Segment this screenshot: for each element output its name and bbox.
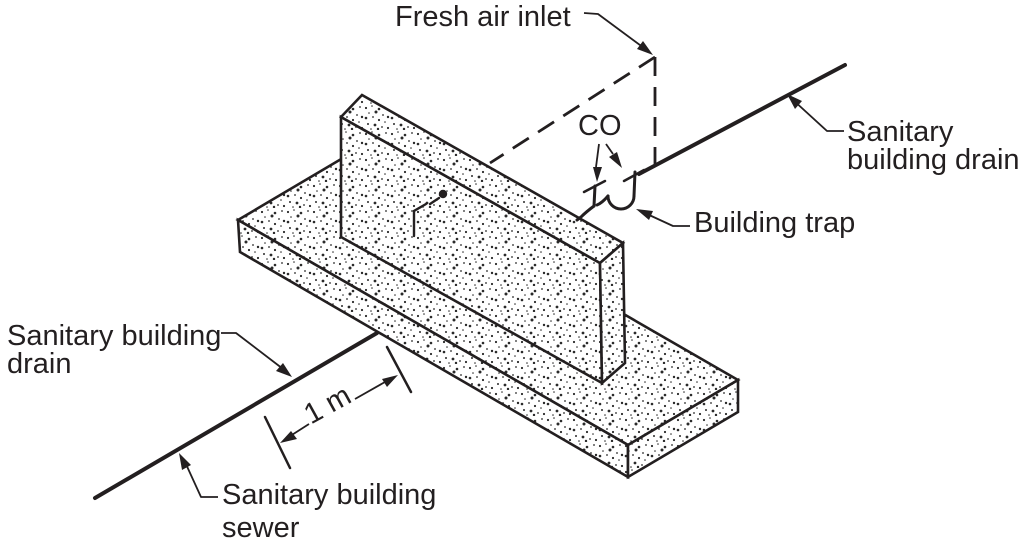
- label-fresh-air-inlet: Fresh air inlet: [395, 1, 571, 33]
- label-san-drain-right-line1: Sanitary: [847, 116, 954, 148]
- leader-sewer: [179, 453, 218, 498]
- label-sewer-line1: Sanitary building: [222, 479, 436, 511]
- dimension-arrowhead: [280, 431, 297, 443]
- dimension-label: 1 m: [299, 379, 357, 430]
- leader-arrowhead: [609, 152, 622, 168]
- leader-arrowhead: [179, 453, 191, 470]
- label-san-drain-right-line2: building drain: [847, 144, 1020, 176]
- sanitary-drain-line: [637, 63, 847, 176]
- leader-arrowhead: [636, 209, 653, 220]
- fresh-air-inlet-dashed-diagonal: [489, 55, 656, 165]
- foundation-wall: [338, 93, 627, 386]
- leader-arrowhead: [787, 94, 802, 109]
- sanitary-sewer-line: [93, 331, 379, 500]
- trap-u-bend: [606, 194, 636, 211]
- footing-right-face: [626, 377, 740, 480]
- label-san-drain-left-line2: drain: [7, 348, 72, 380]
- dimension-tick: [263, 415, 292, 470]
- wall-reference-mark: [412, 189, 448, 238]
- leader-san-drain-left: [221, 332, 292, 377]
- dimension-arrowhead: [382, 375, 398, 387]
- building-trap-symbol: [575, 168, 646, 222]
- leader-san-drain-right: [787, 94, 844, 132]
- cleanout-stub-left: [592, 184, 597, 208]
- leader-arrowhead: [593, 167, 602, 182]
- cleanout-cap-left: [582, 179, 607, 194]
- label-cleanout-co: CO: [578, 110, 622, 142]
- label-sewer-line2: sewer: [222, 512, 300, 544]
- leader-building-trap: [636, 209, 690, 227]
- leader-co: [593, 143, 622, 182]
- label-san-drain-left-line1: Sanitary building: [7, 320, 221, 352]
- leader-arrowhead: [637, 41, 653, 55]
- leader-arrowhead: [276, 363, 292, 377]
- cleanout-cap-right: [622, 168, 646, 183]
- label-building-trap: Building trap: [694, 207, 855, 239]
- wall-right-face: [598, 240, 627, 386]
- dimension-1m: 1 m: [263, 345, 413, 470]
- leader-fresh-air-inlet: [583, 12, 653, 55]
- dimension-tick: [385, 345, 413, 394]
- trap-outlet-line: [575, 204, 596, 222]
